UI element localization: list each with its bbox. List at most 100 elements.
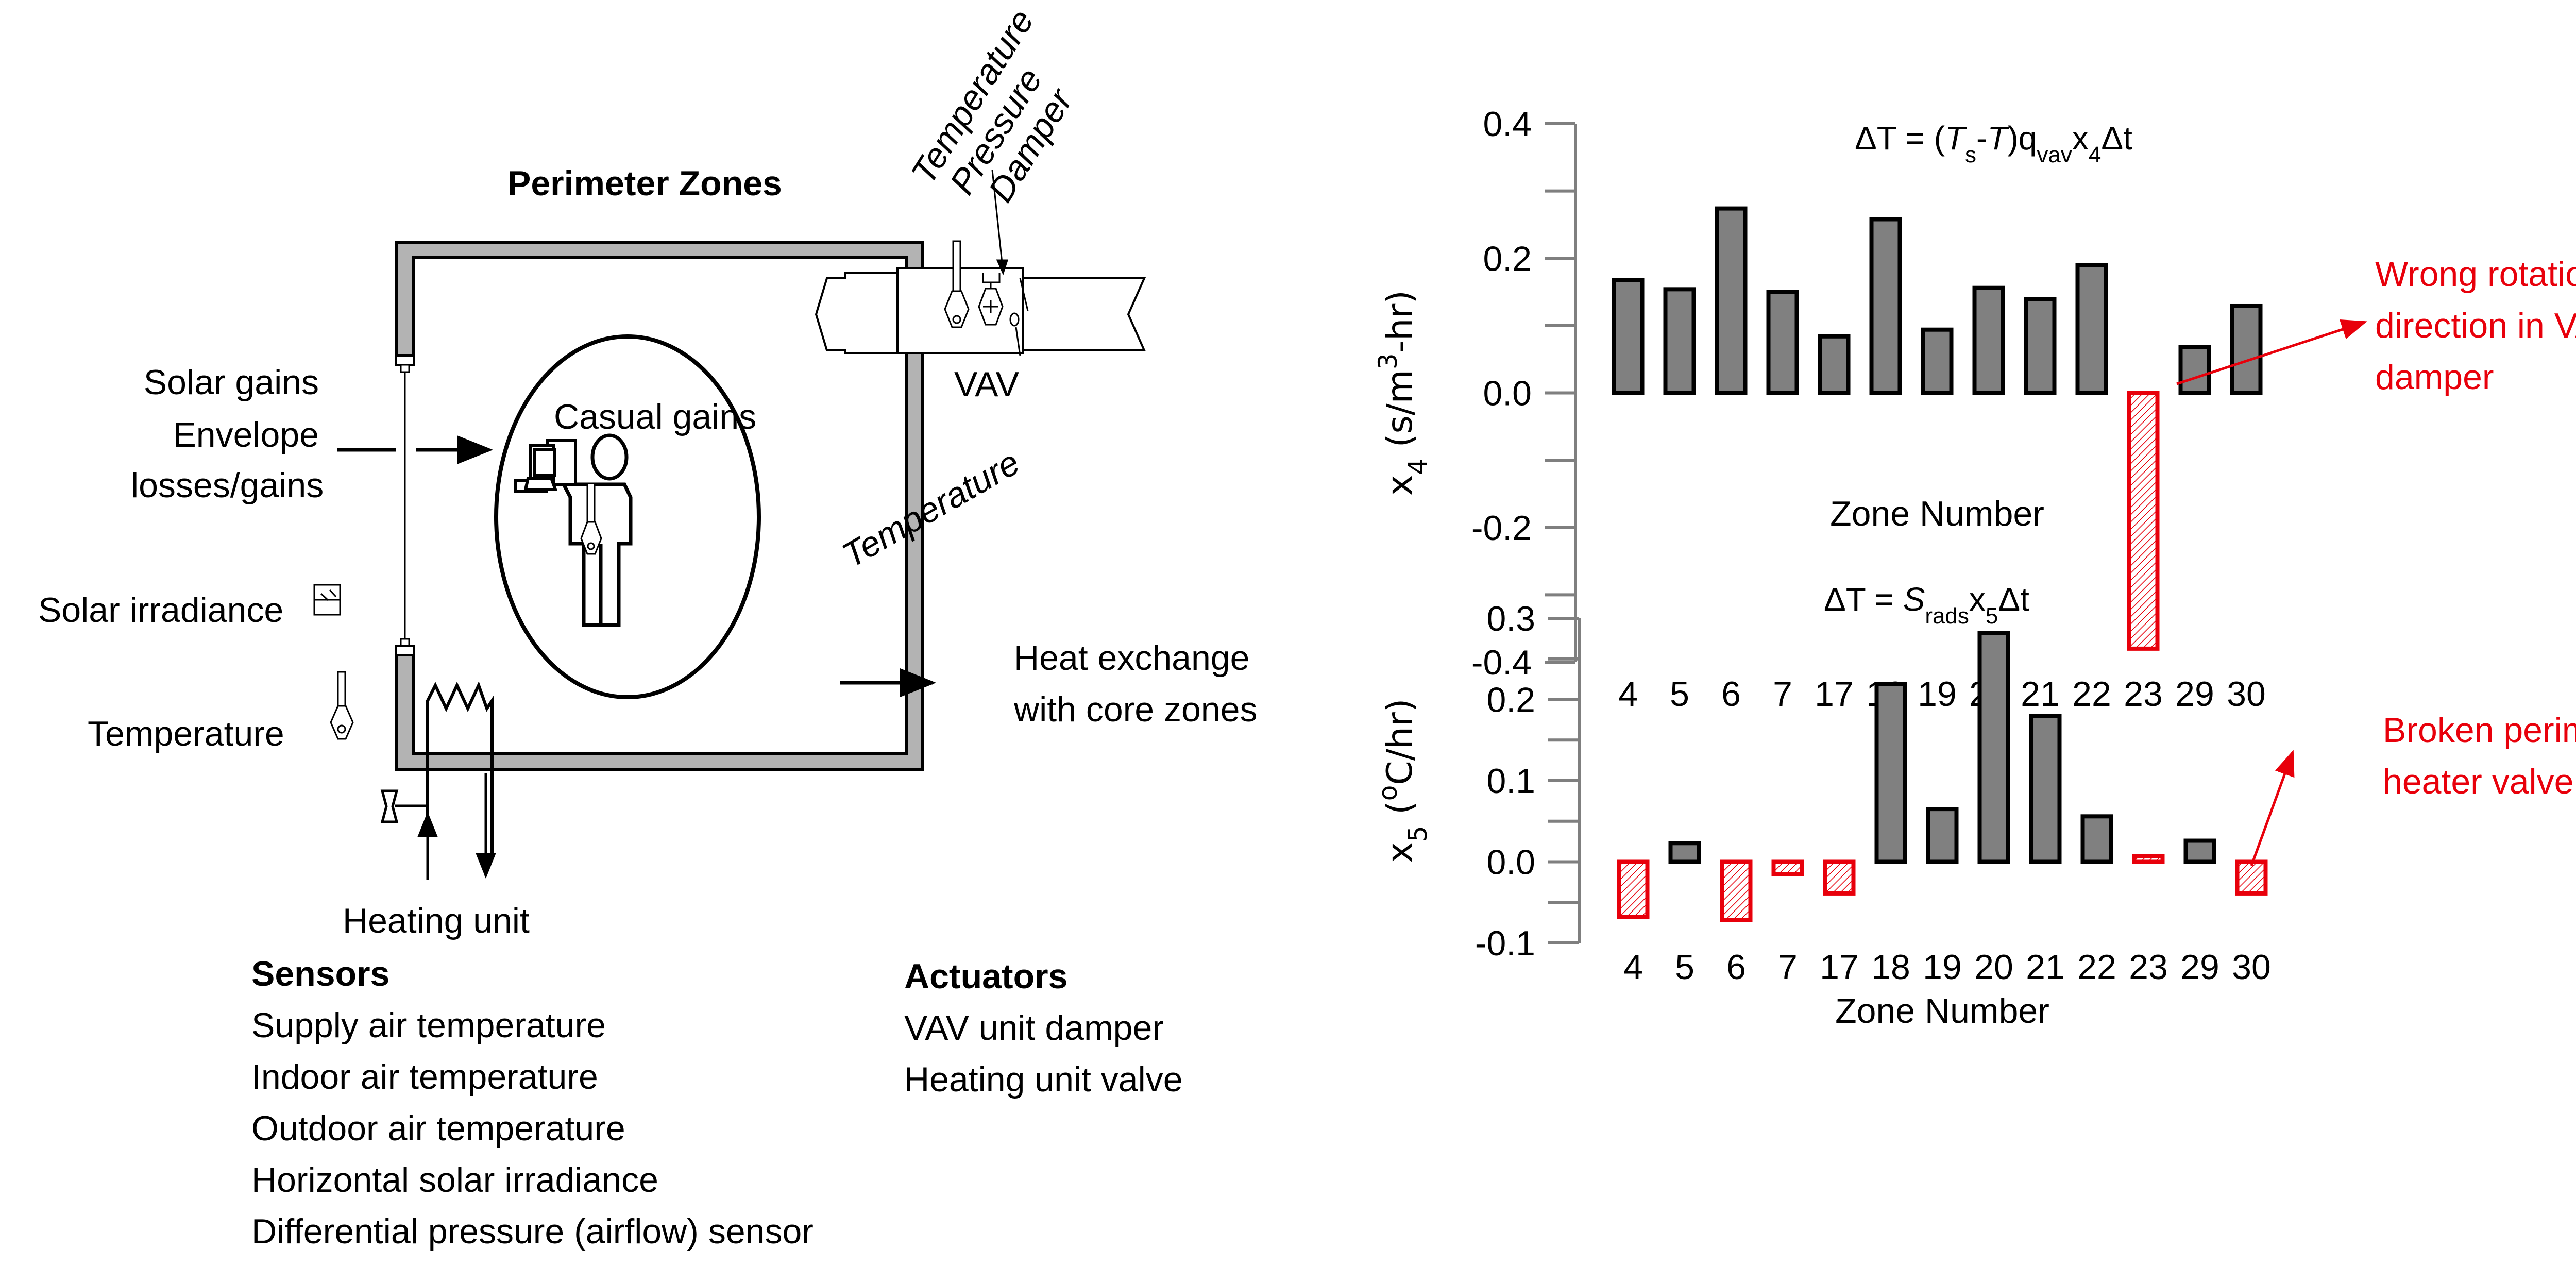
x-tick-label: 21 [2021, 674, 2060, 714]
y-label-unit: (s/m [1380, 369, 1420, 459]
casual-gains-circle [494, 334, 761, 699]
bar [1612, 278, 1645, 395]
bar [1921, 327, 1954, 395]
envelope-label: Envelope [173, 415, 319, 454]
x-tick-label: 17 [1815, 674, 1854, 714]
x-tick-label: 23 [2129, 948, 2168, 987]
equation-part: rads [1925, 603, 1969, 629]
y-tick-label: 0.1 [1486, 762, 1535, 801]
x-tick-label: 18 [1871, 948, 1910, 987]
x-tick-label: 30 [2227, 674, 2266, 714]
room-temperature-sensor-icon [580, 482, 602, 555]
sensor-item: Horizontal solar irradiance [251, 1160, 658, 1200]
bar [2178, 345, 2211, 395]
x-tick-label: 7 [1778, 948, 1798, 987]
x-tick-label: 7 [1773, 674, 1792, 714]
bar-faulty [1823, 859, 1856, 896]
bar-faulty [2127, 391, 2160, 651]
bar [1766, 290, 1799, 395]
y-axis-label: x5 (oC/hr) [1373, 699, 1433, 863]
bar [1668, 841, 1701, 864]
x-tick-label: 20 [1974, 948, 2013, 987]
bar [2183, 838, 2216, 864]
bar [1869, 217, 1902, 395]
x-tick-label: 6 [1726, 948, 1746, 987]
y-tick-label: -0.4 [1471, 643, 1532, 682]
y-tick-label: 0.2 [1486, 681, 1535, 720]
sensors-heading: Sensors [251, 954, 390, 993]
fault-annotation-line: Broken perimeter [2383, 711, 2576, 750]
heat-exchange-label-1: Heat exchange [1014, 638, 1250, 678]
bar [1818, 334, 1851, 395]
bar-faulty [1720, 859, 1753, 922]
equation-part: vav [2037, 142, 2072, 167]
y-tick-label: 0.4 [1483, 105, 1532, 144]
y-tick-label: -0.2 [1471, 509, 1532, 548]
x-tick-label: 29 [2180, 948, 2219, 987]
casual-gains-label: Casual gains [554, 397, 757, 436]
y-tick-label: 0.0 [1486, 843, 1535, 882]
actuators-list: Actuators VAV unit damper Heating unit v… [904, 951, 1183, 1105]
sensor-item: Supply air temperature [251, 1006, 606, 1045]
y-tick-label: 0.2 [1483, 239, 1532, 278]
y-axis-label: x4 (s/m3-hr) [1373, 290, 1433, 496]
x-tick-label: 22 [2077, 948, 2116, 987]
x-tick-label: 6 [1721, 674, 1741, 714]
x-tick-label: 5 [1670, 674, 1689, 714]
x-tick-label: 21 [2026, 948, 2065, 987]
computer-icon [514, 439, 577, 493]
person-icon [561, 433, 633, 627]
sensor-item: Indoor air temperature [251, 1057, 598, 1097]
sensor-item: Outdoor air temperature [251, 1109, 625, 1148]
x-tick-label: 19 [1918, 674, 1957, 714]
equation-part: x [2072, 120, 2089, 157]
fault-annotation-line: heater valve [2383, 762, 2573, 801]
actuator-item: VAV unit damper [904, 1008, 1164, 1048]
equation-part: )q [2007, 120, 2037, 157]
heating-valve-icon [380, 789, 428, 823]
bar [1715, 206, 1748, 395]
equation-part: - [1976, 120, 1987, 157]
equation-part: x [1969, 581, 1986, 618]
chart-x4: 0.40.20.0-0.2-0.44567171819202122232930Z… [1373, 105, 2576, 714]
bar-faulty [2132, 854, 2165, 864]
x-tick-label: 23 [2124, 674, 2163, 714]
y-label-unit-end: C/hr) [1380, 699, 1420, 785]
y-label-sup: o [1373, 785, 1403, 801]
equation-part: 5 [1986, 603, 1998, 629]
x-tick-label: 4 [1623, 948, 1643, 987]
solar-irradiance-label: Solar irradiance [38, 591, 284, 630]
bar-faulty [2235, 859, 2268, 896]
x-tick-label: 17 [1820, 948, 1859, 987]
bar [1663, 287, 1696, 395]
actuators-heading: Actuators [904, 957, 1068, 996]
outdoor-temperature-sensor-icon [330, 671, 354, 740]
bar [2080, 814, 2113, 864]
fault-annotation-line: Wrong rotation [2375, 255, 2576, 294]
chart-equation: ΔT = Sradsx5Δt [1824, 581, 2029, 629]
bar-faulty [1617, 859, 1650, 919]
losses-gains-label: losses/gains [131, 466, 324, 505]
y-tick-label: -0.1 [1475, 924, 1535, 963]
bar [1874, 682, 1907, 864]
actuator-item: Heating unit valve [904, 1060, 1183, 1099]
x-tick-label: 4 [1618, 674, 1638, 714]
heating-coil-icon [426, 681, 494, 859]
x-tick-label: 5 [1675, 948, 1694, 987]
x-axis-label: Zone Number [1830, 494, 2044, 533]
bar [1926, 807, 1959, 864]
equation-part: T [1987, 120, 2009, 157]
bar [2230, 303, 2263, 395]
bar [2024, 297, 2057, 395]
equation-part: S [1903, 581, 1925, 618]
x-tick-label: 19 [1923, 948, 1962, 987]
equation-part: T [1945, 120, 1967, 157]
vav-pressure-sensor-icon [978, 273, 1004, 326]
fault-annotation-arrow [2176, 319, 2367, 385]
equation-part: ΔT = [1824, 581, 1903, 618]
equation-part: 4 [2089, 142, 2101, 167]
y-label-base: x [1380, 842, 1420, 863]
